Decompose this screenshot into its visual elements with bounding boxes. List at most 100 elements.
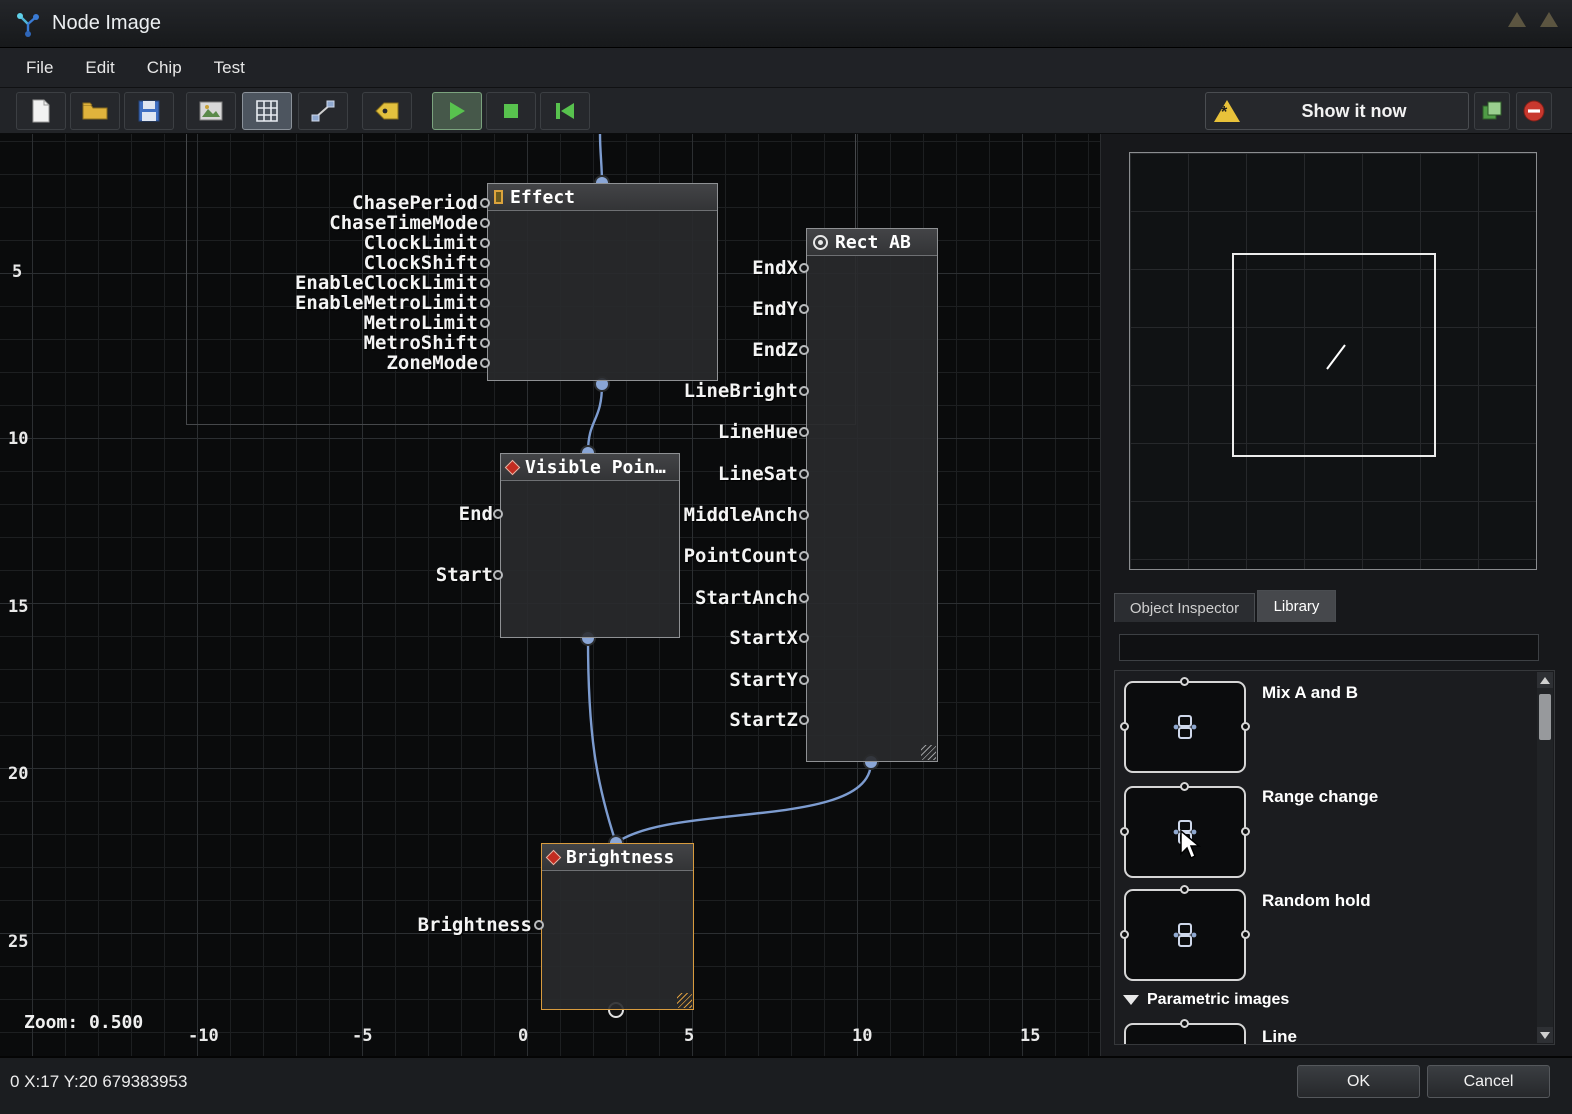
- port-label: Brightness: [417, 914, 532, 936]
- warning-icon: *: [1214, 100, 1240, 122]
- port-label: StartY: [729, 669, 798, 691]
- menu-chip[interactable]: Chip: [146, 57, 182, 77]
- input-port[interactable]: [480, 338, 490, 348]
- input-port[interactable]: [799, 715, 809, 725]
- input-port[interactable]: [799, 263, 809, 273]
- node-rect-ab-header[interactable]: Rect AB: [807, 229, 937, 256]
- input-port[interactable]: [480, 218, 490, 228]
- port-label: Start: [435, 564, 493, 586]
- cancel-button[interactable]: Cancel: [1427, 1065, 1550, 1098]
- menubar: File Edit Chip Test: [0, 48, 1572, 88]
- play-icon: [450, 102, 465, 120]
- input-port[interactable]: [480, 358, 490, 368]
- titlebar-icon-left[interactable]: [1508, 12, 1526, 27]
- library-search-input[interactable]: [1119, 634, 1539, 661]
- port-label: MiddleAnch: [683, 504, 798, 526]
- port-label: MetroShift: [363, 332, 478, 354]
- resize-grip[interactable]: [677, 993, 692, 1008]
- scrollbar-thumb[interactable]: [1539, 694, 1551, 740]
- input-port[interactable]: [480, 238, 490, 248]
- node-canvas[interactable]: Effect ChasePeriod ChaseTimeMode ClockLi…: [0, 134, 1100, 1056]
- play-button[interactable]: [432, 92, 482, 130]
- show-it-now-button[interactable]: * Show it now: [1205, 92, 1469, 130]
- input-port[interactable]: [480, 318, 490, 328]
- input-port[interactable]: [480, 198, 490, 208]
- input-port[interactable]: [799, 510, 809, 520]
- remove-button[interactable]: [1516, 92, 1552, 130]
- input-port[interactable]: [799, 551, 809, 561]
- save-icon: [138, 100, 160, 122]
- input-port[interactable]: [799, 593, 809, 603]
- input-port[interactable]: [799, 427, 809, 437]
- port-label: EndY: [752, 298, 798, 320]
- open-file-button[interactable]: [70, 92, 120, 130]
- input-port[interactable]: [799, 469, 809, 479]
- node-brightness[interactable]: Brightness: [541, 843, 694, 1010]
- scroll-down-button[interactable]: [1537, 1027, 1553, 1043]
- section-parametric-images[interactable]: Parametric images: [1123, 991, 1289, 1009]
- skip-to-start-button[interactable]: [540, 92, 590, 130]
- node-brightness-title: Brightness: [566, 846, 675, 868]
- input-port[interactable]: [493, 509, 503, 519]
- save-button[interactable]: [124, 92, 174, 130]
- link-nodes-button[interactable]: [298, 92, 348, 130]
- library-list[interactable]: Mix A and B Range change: [1114, 670, 1555, 1045]
- library-scrollbar[interactable]: [1537, 672, 1553, 1043]
- port-label: EndX: [752, 257, 798, 279]
- input-port[interactable]: [493, 570, 503, 580]
- port-label: ClockShift: [363, 252, 478, 274]
- menu-file[interactable]: File: [26, 57, 54, 77]
- grid-toggle-button[interactable]: [242, 92, 292, 130]
- port-label: EnableClockLimit: [294, 272, 478, 294]
- library-item-label[interactable]: Mix A and B: [1262, 683, 1359, 702]
- node-visible-point-title: Visible Poin…: [525, 456, 666, 478]
- input-port[interactable]: [480, 298, 490, 308]
- ok-button[interactable]: OK: [1297, 1065, 1420, 1098]
- preview-line: [1326, 344, 1346, 370]
- tab-library[interactable]: Library: [1257, 590, 1336, 622]
- library-item-thumbnail[interactable]: [1120, 677, 1250, 773]
- port-label: ZoneMode: [386, 352, 478, 374]
- port-label: LineBright: [683, 380, 798, 402]
- input-port[interactable]: [799, 675, 809, 685]
- titlebar-icon-right[interactable]: [1540, 12, 1558, 27]
- status-coordinates: 0 X:17 Y:20 679383953: [10, 1072, 188, 1091]
- export-image-button[interactable]: [186, 92, 236, 130]
- node-visible-point-header[interactable]: Visible Poin…: [501, 454, 679, 481]
- tab-object-inspector[interactable]: Object Inspector: [1114, 593, 1255, 622]
- library-item-thumbnail[interactable]: [1120, 885, 1250, 981]
- link-nodes-icon: [311, 100, 335, 122]
- preview-rect-outline: [1232, 253, 1436, 457]
- library-item-thumbnail[interactable]: [1124, 1019, 1246, 1044]
- preview-viewport[interactable]: [1129, 152, 1537, 570]
- library-item-label[interactable]: Range change: [1262, 787, 1379, 806]
- library-item-label[interactable]: Random hold: [1262, 891, 1371, 910]
- x-axis-tick: 0: [518, 1026, 529, 1046]
- port-label: ChaseTimeMode: [329, 212, 478, 234]
- input-port[interactable]: [799, 345, 809, 355]
- node-rect-ab[interactable]: Rect AB: [806, 228, 938, 762]
- app-logo-icon: [17, 12, 39, 37]
- input-port[interactable]: [480, 278, 490, 288]
- stop-button[interactable]: [486, 92, 536, 130]
- add-view-button[interactable]: [1474, 92, 1510, 130]
- menu-edit[interactable]: Edit: [85, 57, 115, 77]
- node-visible-point[interactable]: Visible Poin…: [500, 453, 680, 638]
- new-file-button[interactable]: [16, 92, 66, 130]
- node-effect[interactable]: Effect: [487, 183, 718, 381]
- input-port[interactable]: [799, 304, 809, 314]
- input-port[interactable]: [534, 920, 544, 930]
- menu-test[interactable]: Test: [213, 57, 245, 77]
- tab-library-label: Library: [1273, 598, 1320, 615]
- input-port[interactable]: [480, 258, 490, 268]
- resize-grip[interactable]: [921, 745, 936, 760]
- tag-button[interactable]: [362, 92, 412, 130]
- library-item-thumbnail[interactable]: [1120, 782, 1250, 878]
- node-brightness-header[interactable]: Brightness: [542, 844, 693, 871]
- input-port[interactable]: [799, 633, 809, 643]
- library-item-label[interactable]: Line: [1262, 1027, 1297, 1045]
- section-label: Parametric images: [1147, 991, 1290, 1008]
- node-effect-header[interactable]: Effect: [488, 184, 717, 211]
- scroll-up-button[interactable]: [1537, 672, 1553, 688]
- input-port[interactable]: [799, 386, 809, 396]
